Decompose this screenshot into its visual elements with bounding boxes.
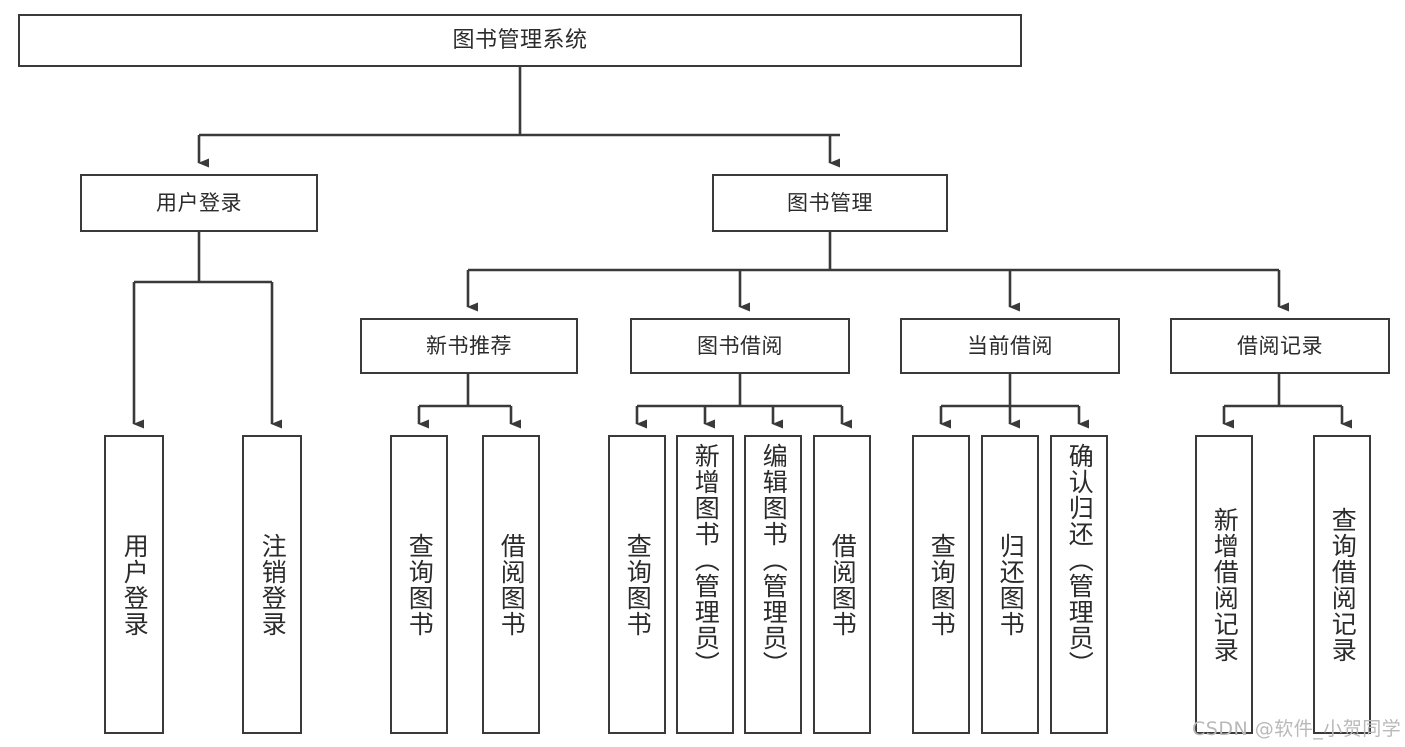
node-leaf-user-login-label: 用户登录: [120, 532, 150, 637]
node-leaf-query-book-3[interactable]: 查询图书: [912, 435, 970, 734]
csdn-watermark: CSDN @软件_小贺同学: [1192, 718, 1402, 740]
node-leaf-query-borrow-record-label: 查询借阅记录: [1328, 506, 1358, 663]
node-new-book-recommend-label: 新书推荐: [426, 333, 512, 358]
node-user-login[interactable]: 用户登录: [80, 174, 318, 232]
node-leaf-user-login[interactable]: 用户登录: [104, 435, 164, 734]
node-root[interactable]: 图书管理系统: [18, 14, 1022, 67]
node-leaf-confirm-return-label: 确认归还（管理员）: [1065, 443, 1095, 677]
node-leaf-edit-book-admin-label: 编辑图书（管理员）: [759, 443, 789, 677]
node-leaf-borrow-book-1[interactable]: 借阅图书: [482, 435, 540, 734]
node-leaf-return-book-label: 归还图书: [996, 532, 1026, 637]
node-leaf-query-book-2[interactable]: 查询图书: [608, 435, 666, 734]
node-leaf-add-borrow-record[interactable]: 新增借阅记录: [1195, 435, 1253, 734]
node-book-manage-label: 图书管理: [787, 190, 873, 215]
node-book-borrow-label: 图书借阅: [697, 333, 783, 358]
node-borrow-record[interactable]: 借阅记录: [1170, 318, 1390, 374]
node-leaf-borrow-book-1-label: 借阅图书: [497, 532, 527, 637]
node-leaf-query-book-3-label: 查询图书: [927, 532, 957, 637]
node-leaf-confirm-return[interactable]: 确认归还（管理员）: [1050, 435, 1108, 734]
node-leaf-borrow-book-2-label: 借阅图书: [828, 532, 858, 637]
node-leaf-add-book-admin[interactable]: 新增图书（管理员）: [676, 435, 734, 734]
node-leaf-borrow-book-2[interactable]: 借阅图书: [813, 435, 871, 734]
node-leaf-query-book-1[interactable]: 查询图书: [390, 435, 448, 734]
node-new-book-recommend[interactable]: 新书推荐: [360, 318, 578, 374]
node-leaf-edit-book-admin[interactable]: 编辑图书（管理员）: [744, 435, 802, 734]
node-borrow-record-label: 借阅记录: [1237, 333, 1323, 358]
node-user-login-label: 用户登录: [156, 190, 242, 215]
node-leaf-query-book-2-label: 查询图书: [623, 532, 653, 637]
node-leaf-logout-label: 注销登录: [258, 532, 288, 637]
node-leaf-logout[interactable]: 注销登录: [242, 435, 302, 734]
node-root-label: 图书管理系统: [452, 27, 588, 53]
node-book-borrow[interactable]: 图书借阅: [630, 318, 850, 374]
node-leaf-add-borrow-record-label: 新增借阅记录: [1210, 506, 1240, 663]
node-leaf-query-borrow-record[interactable]: 查询借阅记录: [1313, 435, 1371, 734]
node-leaf-query-book-1-label: 查询图书: [405, 532, 435, 637]
node-current-borrow-label: 当前借阅: [967, 333, 1053, 358]
node-book-manage[interactable]: 图书管理: [712, 174, 948, 232]
node-leaf-return-book[interactable]: 归还图书: [981, 435, 1039, 734]
node-leaf-add-book-admin-label: 新增图书（管理员）: [691, 443, 721, 677]
node-current-borrow[interactable]: 当前借阅: [900, 318, 1120, 374]
